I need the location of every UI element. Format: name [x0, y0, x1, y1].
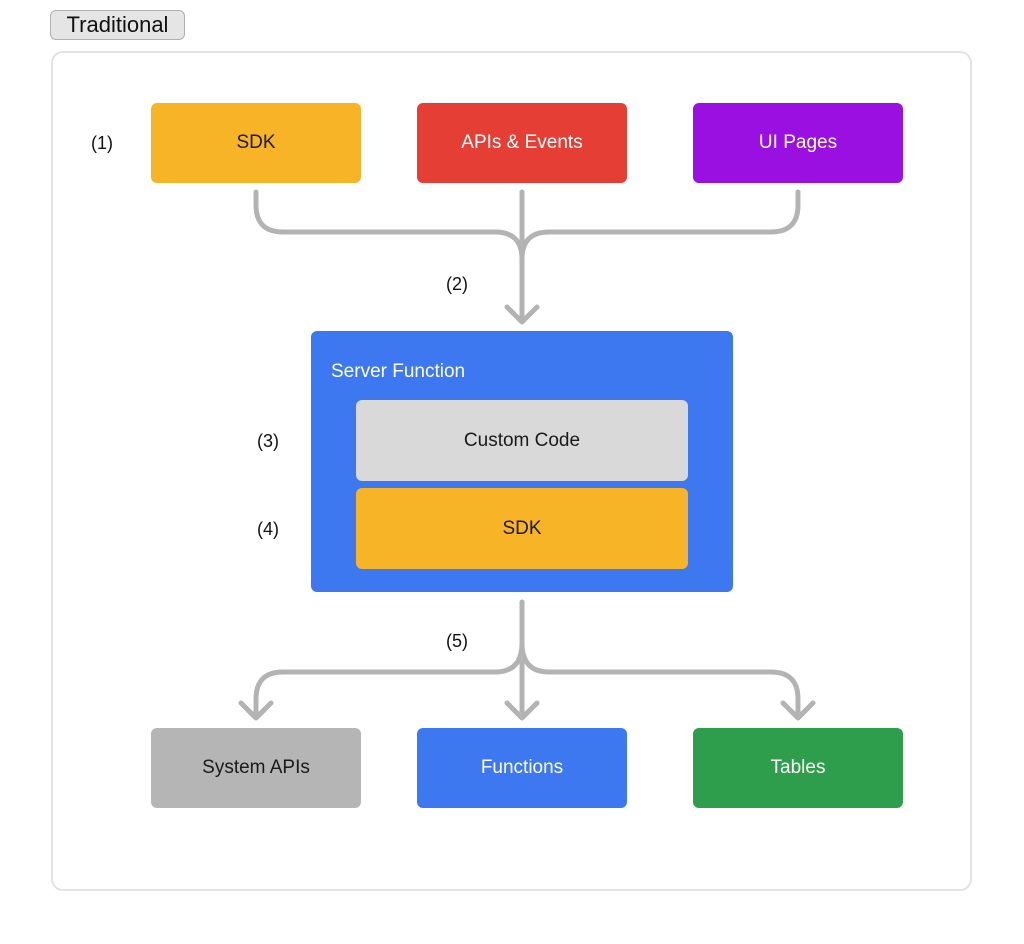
step-4-label: (4)	[257, 519, 279, 539]
source-ui-pages-label: UI Pages	[758, 132, 838, 153]
step-2-label: (2)	[446, 274, 468, 294]
target-tables-box: Tables	[693, 728, 903, 808]
target-functions-box: Functions	[417, 728, 627, 808]
arrow-from-ui-pages	[519, 189, 801, 262]
step-5-label: (5)	[446, 631, 468, 651]
target-system-apis-label: System APIs	[202, 757, 310, 778]
source-apis-events-label: APIs & Events	[461, 132, 583, 153]
source-sdk-box: SDK	[151, 103, 361, 183]
custom-code-label: Custom Code	[463, 429, 581, 451]
server-sdk-box: SDK	[356, 488, 688, 569]
arrow-to-tables	[519, 640, 801, 719]
step-3-label: (3)	[257, 431, 279, 451]
server-sdk-label: SDK	[502, 517, 542, 539]
source-sdk-label: SDK	[236, 132, 276, 153]
server-function-title: Server Function	[331, 361, 466, 382]
arrow-from-sdk	[253, 189, 525, 323]
custom-code-box: Custom Code	[356, 400, 688, 481]
source-ui-pages-box: UI Pages	[693, 103, 903, 183]
target-system-apis-box: System APIs	[151, 728, 361, 808]
arrow-head-to-server	[504, 304, 540, 325]
target-functions-label: Functions	[480, 757, 564, 778]
source-apis-events-box: APIs & Events	[417, 103, 627, 183]
arrow-head-to-functions	[504, 700, 540, 721]
arrow-to-system-apis	[253, 640, 525, 719]
arrow-head-to-system-apis	[238, 700, 274, 721]
step-1-label: (1)	[91, 133, 113, 153]
arrow-head-to-tables	[780, 700, 816, 721]
target-tables-label: Tables	[770, 757, 826, 778]
traditional-tag: Traditional	[50, 10, 185, 40]
